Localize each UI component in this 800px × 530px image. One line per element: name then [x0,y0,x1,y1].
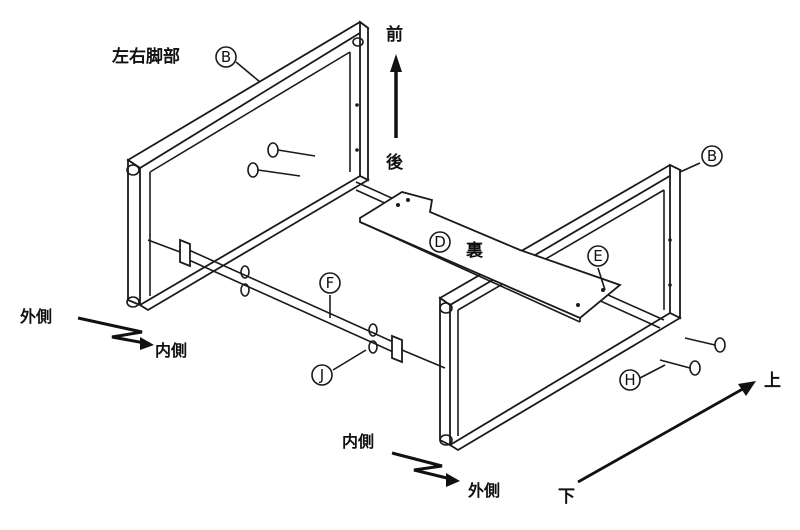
callout-d: D [429,231,451,253]
down-label: 下 [558,487,575,507]
svg-text:F: F [326,274,335,292]
inside-label-left: 内側 [155,341,187,360]
front-label: 前 [386,24,403,45]
bolts-h [659,337,726,376]
outside-label-left: 外側 [19,307,52,326]
callout-e: E [587,245,609,267]
front-rail-f [147,238,446,369]
bolts-j [240,265,378,354]
outside-label-bottom: 外側 [467,481,500,500]
left-leg-frame [126,20,370,312]
svg-text:H: H [624,371,635,389]
svg-text:E: E [593,247,602,265]
left-leg-title: 左右脚部 [112,46,180,67]
up-label: 上 [764,371,781,391]
callout-b-right: B [701,145,723,167]
board-d [359,191,622,323]
callout-b-left: B [215,46,237,68]
svg-text:B: B [707,147,717,165]
front-back-arrow [390,54,402,138]
callout-h: H [619,369,641,391]
back-label: 後 [386,152,404,173]
svg-text:B: B [221,48,231,66]
up-down-arrow [577,381,756,484]
callout-f: F [319,272,341,294]
inside-outside-arrow-bottom [391,451,460,487]
bolts-upper [247,142,316,178]
callout-j: J [311,364,333,386]
inside-outside-arrow-left [77,316,154,350]
underside-label: 裏 [465,240,484,261]
svg-text:D: D [434,233,446,251]
inside-label-bottom: 内側 [342,432,374,451]
svg-text:J: J [319,366,324,384]
